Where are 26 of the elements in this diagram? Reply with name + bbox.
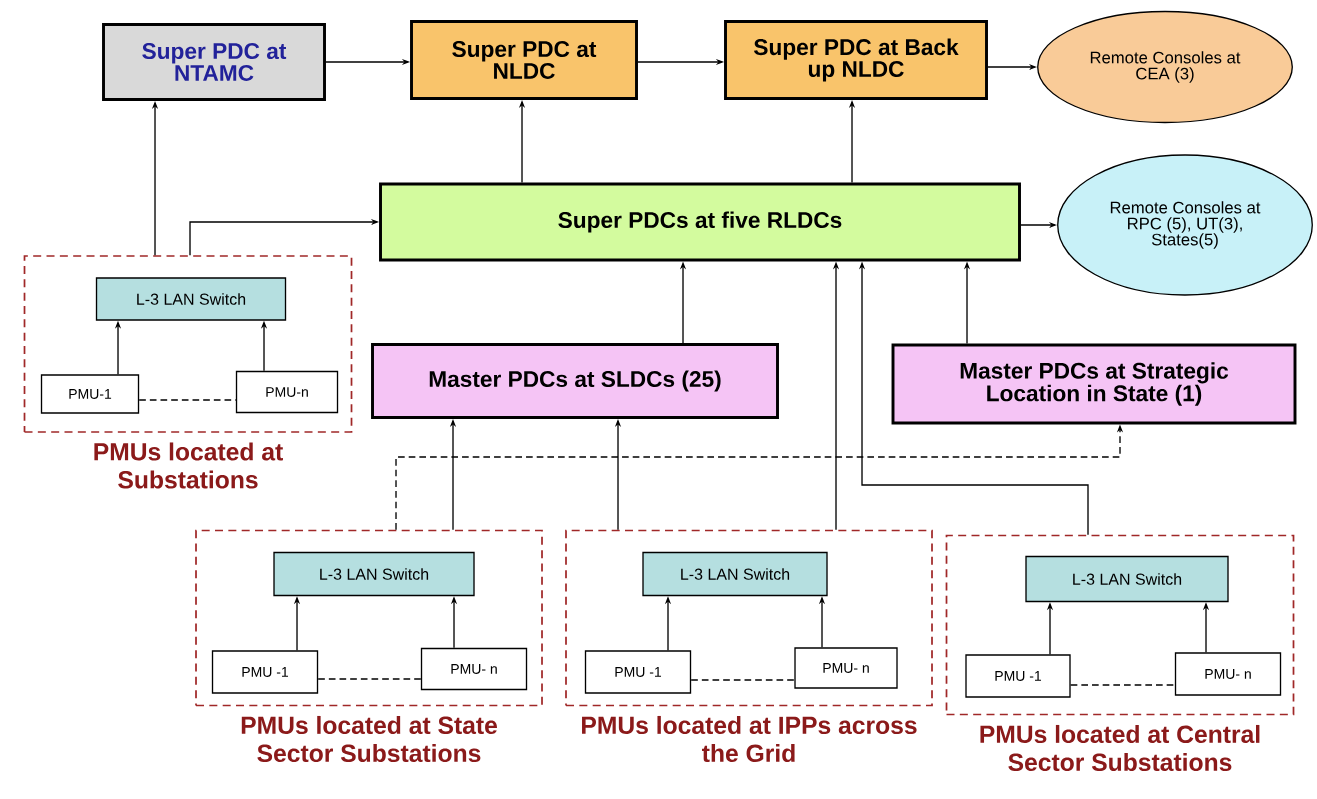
pdc-box: Super PDCs at five RLDCs	[379, 182, 1021, 262]
pdc-box: Master PDCs at Strategic Location in State (1)	[891, 343, 1297, 425]
pdc-box: Super PDC at NTAMC	[102, 23, 326, 101]
switch-box: L-3 LAN Switch	[642, 551, 828, 597]
connector-line	[690, 679, 795, 681]
switch-box: L-3 LAN Switch	[95, 277, 287, 321]
pmu-box: PMU -1	[584, 650, 692, 694]
pmu-box: PMU- n	[1174, 652, 1282, 696]
pdc-box: Master PDCs at SLDCs (25)	[371, 343, 779, 419]
pmu-box: PMU-n	[235, 370, 339, 414]
node-label: PMUs located at Substations	[94, 442, 283, 489]
pmu-box: PMU-1	[40, 374, 140, 414]
pmu-box: PMU- n	[794, 647, 898, 689]
node-label: PMUs located at State Sector Substations	[241, 715, 497, 763]
connector-line	[1070, 684, 1176, 686]
switch-box: L-3 LAN Switch	[1025, 555, 1229, 603]
switch-box: L-3 LAN Switch	[273, 551, 475, 597]
connector-line	[138, 399, 237, 401]
pmu-box: PMU- n	[420, 647, 528, 691]
node-label: PMUs located at IPPs across the Grid	[582, 715, 917, 763]
pmu-box: PMU -1	[211, 650, 319, 694]
pdc-box: Super PDC at Back up NLDC	[724, 20, 988, 100]
pmu-box: PMU -1	[965, 654, 1071, 698]
node-label: PMUs located at Central Sector Substations	[980, 724, 1260, 772]
pdc-box: Super PDC at NLDC	[410, 20, 638, 100]
connector-line	[317, 678, 422, 680]
